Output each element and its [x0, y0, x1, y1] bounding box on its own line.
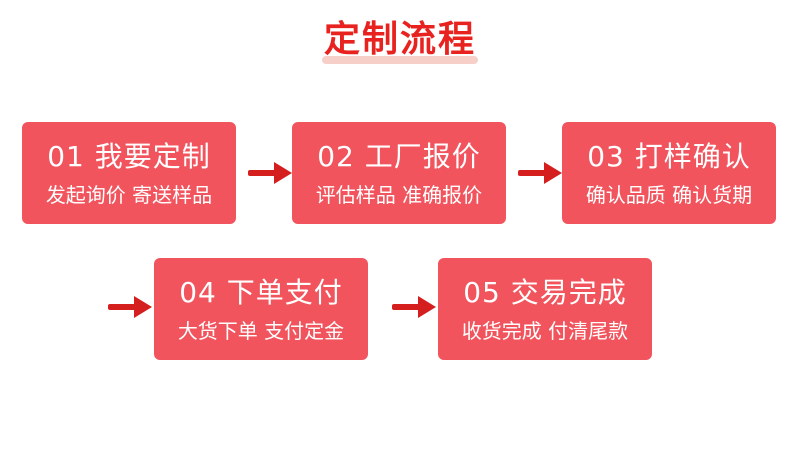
step-desc: 大货下单 支付定金 [177, 319, 345, 343]
step-title: 05 交易完成 [463, 276, 627, 309]
step-card-1: 01 我要定制 发起询价 寄送样品 [22, 122, 236, 224]
step-desc: 发起询价 寄送样品 [45, 183, 213, 207]
step-title: 02 工厂报价 [317, 140, 481, 173]
page-title-text: 定制流程 [323, 19, 476, 60]
step-card-2: 02 工厂报价 评估样品 准确报价 [292, 122, 506, 224]
step-card-3: 03 打样确认 确认品质 确认货期 [562, 122, 776, 224]
step-desc: 收货完成 付清尾款 [461, 319, 629, 343]
step-title: 03 打样确认 [587, 140, 751, 173]
step-card-5: 05 交易完成 收货完成 付清尾款 [438, 258, 652, 360]
step-card-4: 04 下单支付 大货下单 支付定金 [154, 258, 368, 360]
right-arrow-icon [392, 296, 436, 318]
right-arrow-icon [248, 162, 292, 184]
step-desc: 确认品质 确认货期 [585, 183, 753, 207]
header: 定制流程 [0, 18, 800, 64]
step-title: 01 我要定制 [47, 140, 211, 173]
step-title: 04 下单支付 [179, 276, 343, 309]
page-title: 定制流程 [321, 18, 478, 64]
step-desc: 评估样品 准确报价 [315, 183, 483, 207]
right-arrow-icon [518, 162, 562, 184]
right-arrow-icon [108, 296, 152, 318]
